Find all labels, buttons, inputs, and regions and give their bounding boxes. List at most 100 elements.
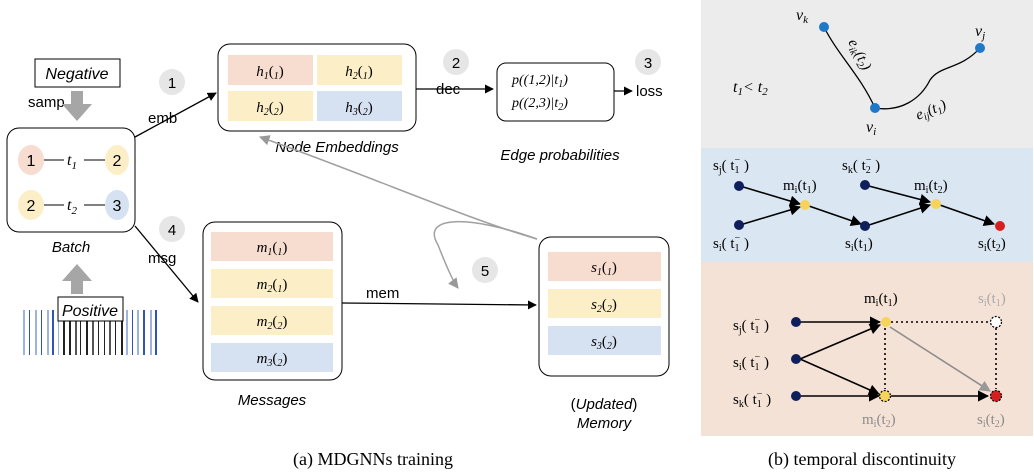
message-cell-label: m1(1) — [257, 240, 288, 258]
edge-prob-2: p((2,3)|t2) — [511, 96, 568, 113]
embedding-cell-label: h1(1) — [256, 64, 284, 82]
embedding-cell — [228, 55, 313, 85]
memory-cell — [548, 252, 661, 281]
batch-node-2a — [105, 145, 129, 175]
node-vj — [975, 43, 985, 53]
memory-label: (Updated) — [571, 396, 638, 413]
edge-ij — [874, 47, 981, 110]
p3-label-mi1: mi(t1) — [864, 291, 898, 309]
step-2-label: 2 — [452, 55, 460, 72]
p3-edge-si-mi2 — [799, 358, 881, 396]
batch-t1: t1 — [67, 152, 77, 172]
memory-cell — [548, 289, 661, 318]
batch-node-1-label: 1 — [27, 153, 36, 170]
p2-node-sj — [734, 181, 744, 191]
memory-cell-label: s1(1) — [591, 260, 617, 278]
messages-label: Messages — [238, 392, 307, 409]
p2-node-mi1 — [800, 200, 810, 210]
memory-cells: s1(1) s2(2) s3(2) — [548, 252, 661, 355]
p2-label-sk: sk( t2− ) — [842, 155, 880, 176]
label-vk: vk — [796, 7, 809, 26]
edge-prob-1: p((1,2)|t1) — [511, 73, 568, 90]
embedding-cell — [317, 55, 402, 85]
step-5-label: 5 — [481, 263, 489, 280]
p3-node-sk — [791, 391, 801, 401]
message-cell — [211, 306, 333, 335]
embedding-cell-label: h3(2) — [345, 100, 373, 118]
caption-b: (b) temporal discontinuity — [768, 449, 956, 470]
positive-box — [57, 296, 124, 322]
p2-node-sk — [860, 180, 870, 190]
dec-label: dec — [436, 81, 461, 98]
step-1-label: 1 — [168, 75, 176, 92]
panel-discontinuity-bg — [701, 262, 1033, 436]
batch-node-2a-label: 2 — [113, 153, 122, 170]
p3-node-si — [791, 354, 801, 364]
p2-label-mi1: mi(t1) — [783, 178, 817, 196]
emb-label: emb — [148, 110, 177, 127]
step-circle-5 — [472, 257, 498, 283]
embedding-cell-label: h2(1) — [345, 64, 373, 82]
positive-barcode — [23, 310, 160, 355]
message-cell — [211, 343, 333, 372]
step-circle-1 — [159, 69, 185, 95]
edge-prob-box — [496, 62, 615, 122]
batch-node-2b-label: 2 — [27, 198, 36, 215]
mem-arrow — [341, 300, 537, 310]
message-cell-label: m2(1) — [257, 277, 288, 295]
batch-t2: t2 — [67, 197, 77, 217]
p3-node-sit1-dashed — [989, 315, 1003, 329]
p3-label-sj: sj( t1− ) — [733, 315, 769, 336]
embedding-cell — [317, 91, 402, 121]
p3-label-mi2: mi(t2) — [862, 412, 896, 430]
positive-label: Positive — [62, 303, 118, 320]
p2-edge-sj-mi1 — [739, 185, 802, 207]
p2-edge-sit1-mi2 — [865, 202, 932, 227]
samp-arrow — [62, 91, 92, 121]
step-3-label: 3 — [644, 55, 652, 72]
memory-cell — [548, 326, 661, 355]
mem-label: mem — [366, 285, 399, 302]
negative-label: Negative — [45, 66, 108, 83]
samp-label: samp — [28, 94, 65, 111]
p2-label-sit1: si(t1) — [845, 236, 873, 254]
p3-edge-si-mi1 — [799, 323, 882, 360]
message-cell — [211, 269, 333, 298]
memory-cell-label: s3(2) — [591, 334, 617, 352]
p2-label-si: si( t1− ) — [713, 233, 749, 254]
step-4-label: 4 — [168, 222, 176, 239]
node-embeddings-label: Node Embeddings — [275, 139, 399, 156]
msg-arrow — [134, 225, 199, 303]
edge-prob-label: Edge probabilities — [500, 147, 620, 164]
p3-label-sit1-grey: si(t1) — [978, 291, 1006, 309]
step-circle-3 — [635, 49, 661, 75]
p2-edge-si-mi1 — [739, 204, 802, 226]
message-cell-label: m3(2) — [257, 351, 288, 369]
memory-cell-label: s2(2) — [591, 297, 617, 315]
batch-node-2b — [18, 190, 44, 220]
p3-node-sj — [791, 317, 801, 327]
batch-label: Batch — [52, 239, 90, 256]
embedding-cell-label: h2(2) — [256, 100, 284, 118]
negative-box — [34, 58, 121, 88]
p2-node-sit2 — [995, 221, 1005, 231]
messages-box — [202, 221, 343, 381]
p3-node-sit2-dashed — [989, 389, 1003, 403]
loss-label: loss — [636, 83, 663, 100]
message-cell — [211, 232, 333, 261]
p3-label-sk: sk( t1− ) — [733, 389, 771, 410]
message-cells: m1(1)m2(1)m2(2)m3(2) — [211, 232, 333, 372]
node-vk — [819, 22, 829, 32]
p3-label-si: si( t1− ) — [733, 352, 769, 373]
msg-label: msg — [148, 250, 176, 267]
p2-node-sit1 — [860, 221, 870, 231]
batch-node-1 — [18, 145, 44, 175]
p2-node-si — [734, 220, 744, 230]
panel-memory-bg — [701, 148, 1033, 262]
node-vi — [870, 103, 880, 113]
p3-label-sit2: si(t2) — [977, 412, 1005, 430]
embedding-cells: h1(1) h2(1) h2(2) h3(2) — [228, 55, 402, 121]
p2-edge-mi1-sit1 — [805, 204, 863, 227]
p2-label-sit2: si(t2) — [978, 236, 1006, 254]
